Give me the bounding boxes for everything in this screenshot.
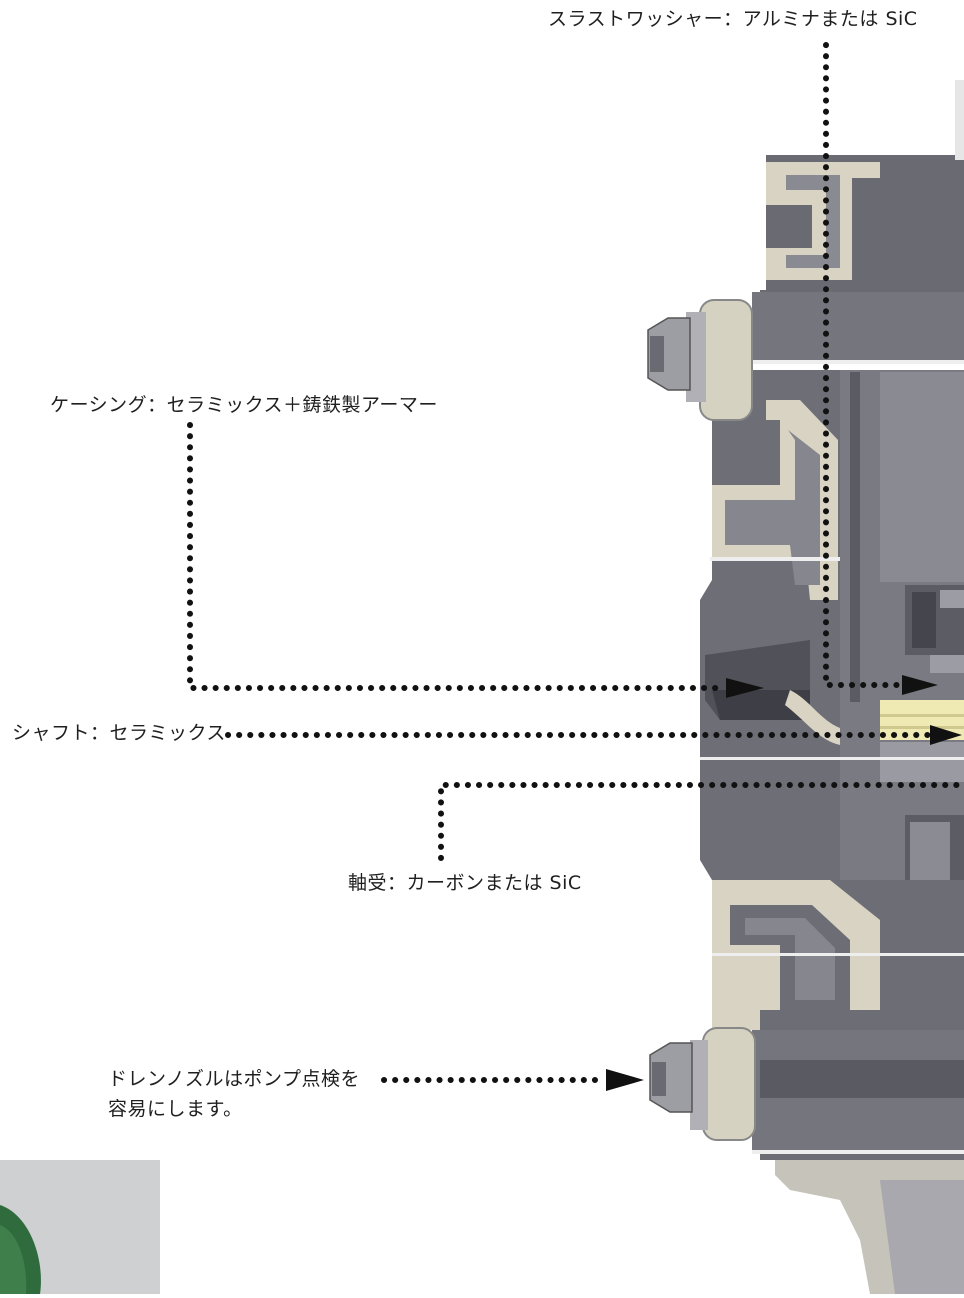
shaft-label: シャフト：セラミックス bbox=[12, 722, 226, 744]
arrow-right-icon bbox=[726, 678, 764, 698]
lower-ceramic-lining bbox=[712, 880, 880, 1030]
casing-label: ケーシング：セラミックス＋鋳鉄製アーマー bbox=[50, 394, 438, 416]
arrow-right-icon bbox=[930, 725, 962, 745]
thrust-washer-leader bbox=[823, 42, 908, 688]
bearing-label: 軸受：カーボンまたは SiC bbox=[348, 872, 582, 894]
leader-lines bbox=[187, 42, 963, 1083]
pump-casing bbox=[700, 80, 964, 1294]
drain-nozzle-label-line1: ドレンノズルはポンプ点検を bbox=[108, 1068, 360, 1090]
upper-ceramic-lining bbox=[766, 162, 880, 280]
upper-bolt bbox=[647, 299, 753, 421]
leader-arrows bbox=[606, 675, 962, 1091]
bearing-leader bbox=[438, 782, 963, 861]
arrow-right-icon bbox=[902, 675, 938, 695]
drain-nozzle-label: ドレンノズルはポンプ点検を 容易にします。 bbox=[108, 1064, 360, 1124]
drain-nozzle-label-line2: 容易にします。 bbox=[108, 1098, 243, 1120]
arrow-right-icon bbox=[606, 1069, 644, 1091]
green-component-photo bbox=[0, 1160, 160, 1294]
upper-flange bbox=[752, 292, 964, 362]
lower-bolt bbox=[649, 1027, 756, 1141]
casing-leader bbox=[187, 422, 728, 691]
thrust-washer-label: スラストワッシャー：アルミナまたは SiC bbox=[548, 8, 918, 30]
